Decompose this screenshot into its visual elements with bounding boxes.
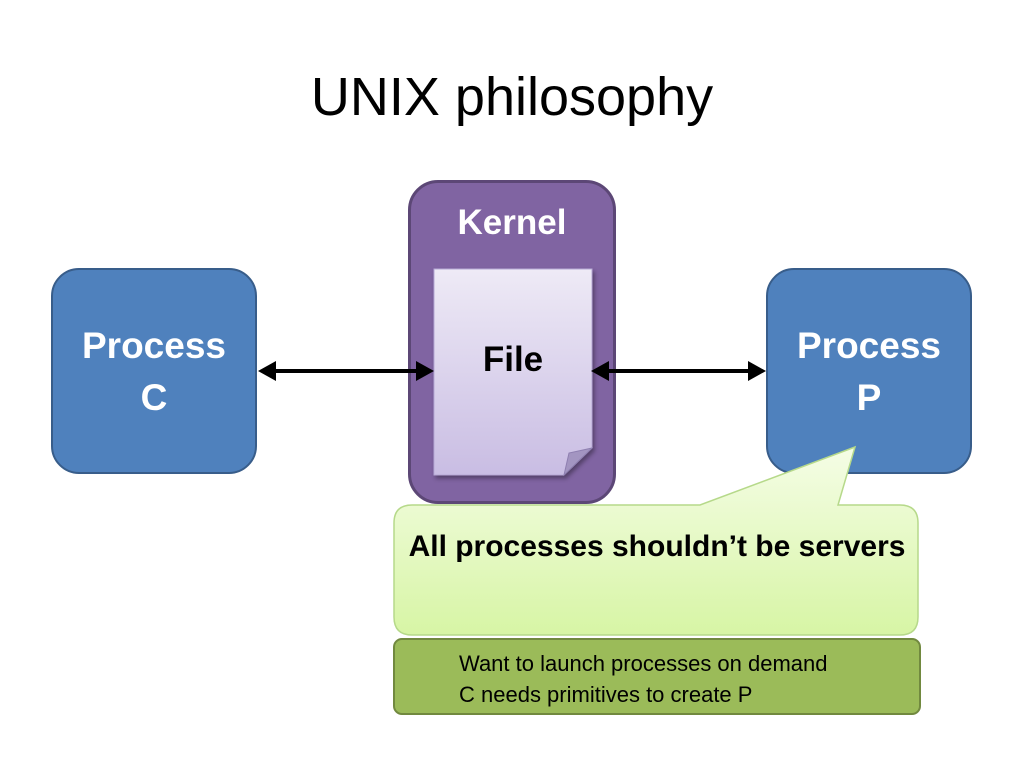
file-label: File: [482, 340, 544, 379]
slide-title: UNIX philosophy: [310, 67, 714, 127]
process-p-label-line2: P: [856, 377, 882, 418]
file-document: File: [433, 268, 594, 477]
arrow-process-c-to-file: [258, 361, 434, 381]
process-c-label-line2: C: [140, 377, 168, 418]
process-c-box: Process C: [51, 268, 257, 474]
note-line-1: Want to launch processes on demand: [459, 651, 828, 676]
kernel-box: Kernel File: [408, 180, 616, 504]
process-p-label-line1: Process: [797, 325, 941, 366]
kernel-label: Kernel: [457, 203, 567, 242]
note-line-2: C needs primitives to create P: [459, 682, 753, 707]
callout-text: All processes shouldn’t be servers: [408, 530, 906, 563]
note-box: Want to launch processes on demand C nee…: [393, 638, 921, 715]
file-document-shape: [433, 268, 594, 477]
process-c-label-line1: Process: [82, 325, 226, 366]
process-p-box: Process P: [766, 268, 972, 474]
arrow-file-to-process-p: [591, 361, 766, 381]
